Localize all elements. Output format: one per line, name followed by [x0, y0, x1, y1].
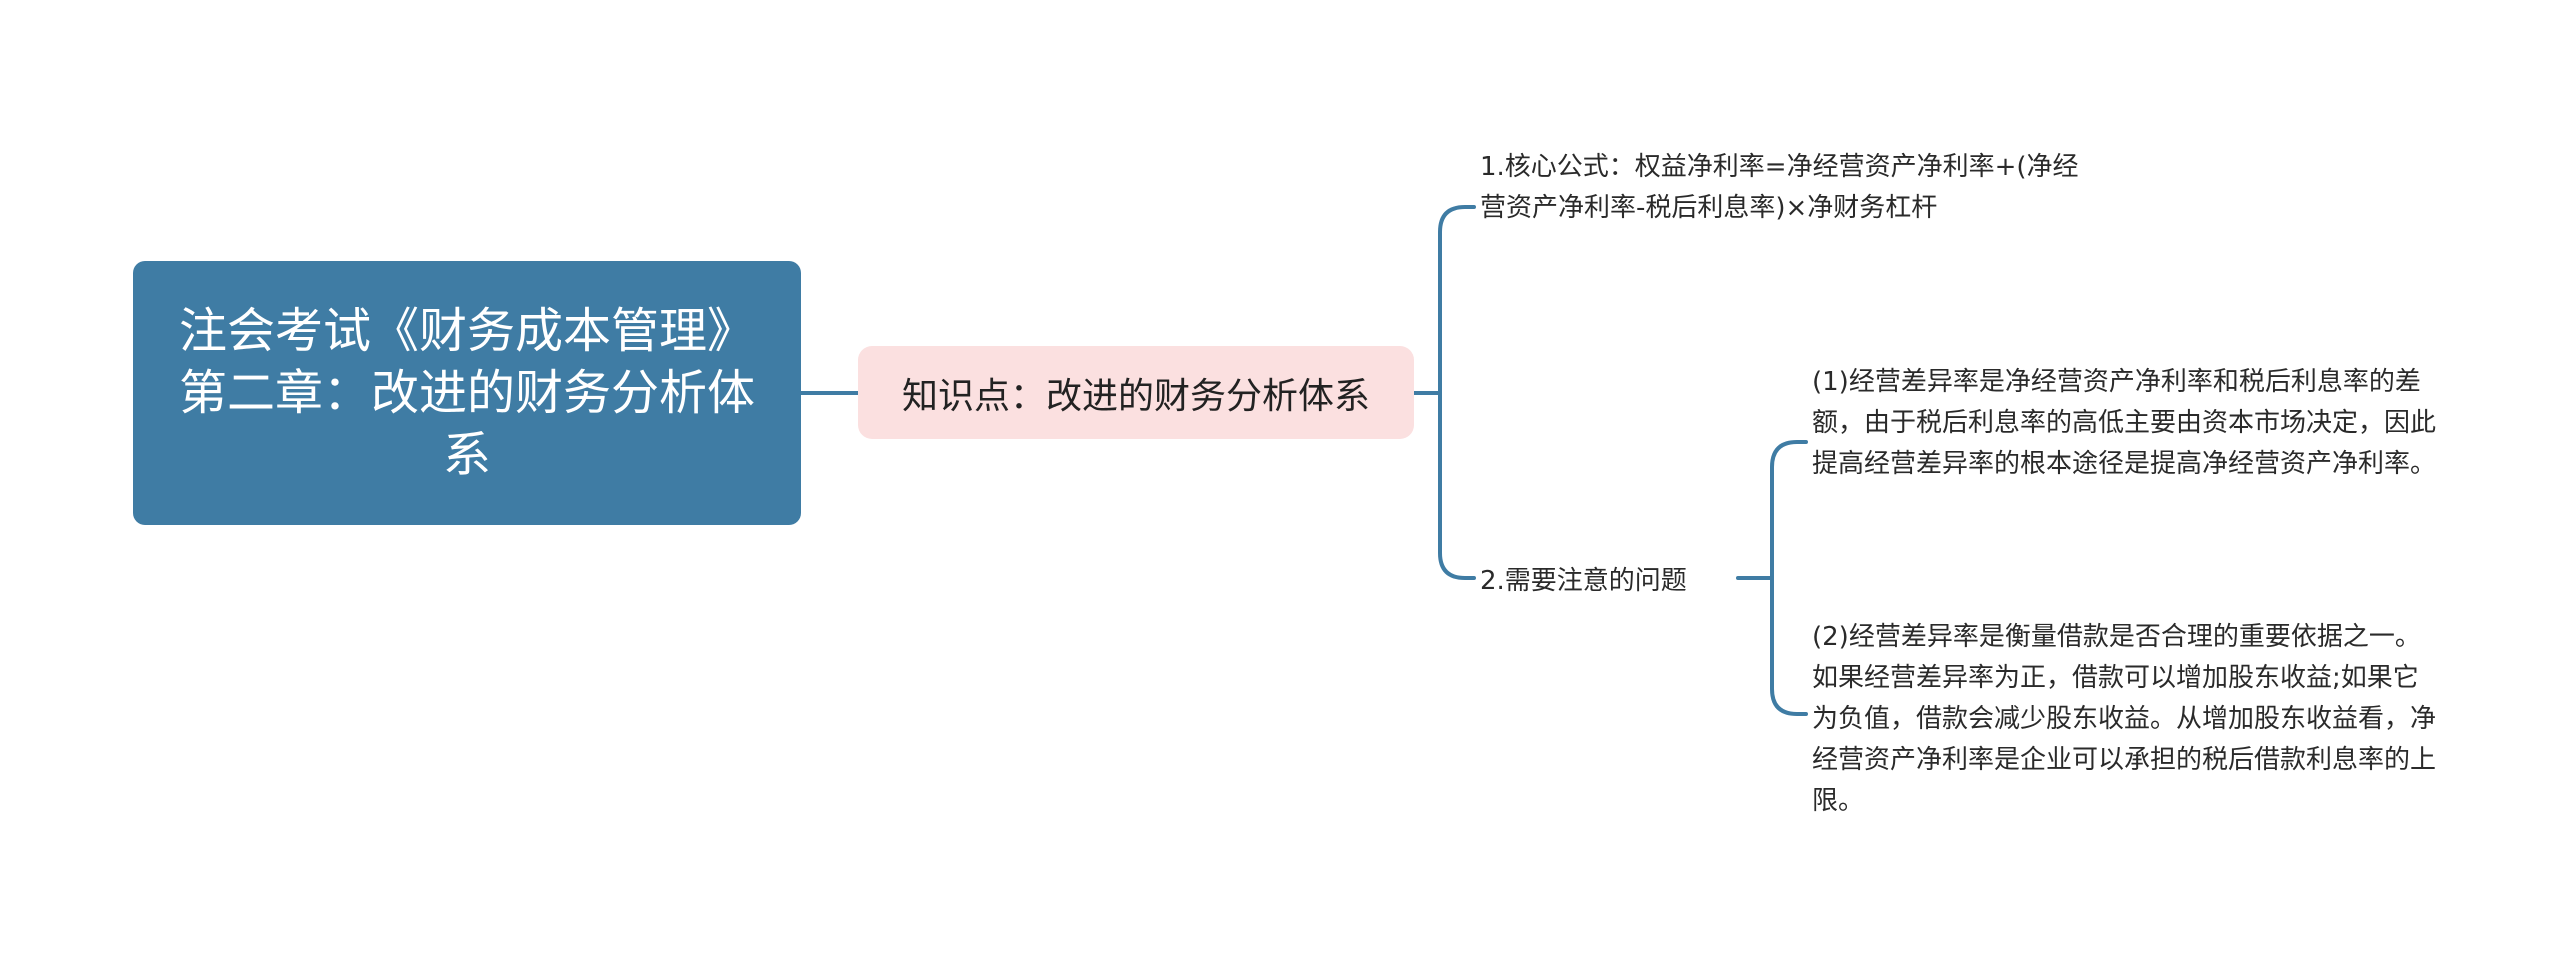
connector-sub-1: [1770, 440, 1808, 580]
connector-branch-2: [1438, 391, 1476, 580]
connector-branch-1: [1438, 205, 1476, 395]
subnode-1[interactable]: (1)经营差异率是净经营资产净利率和税后利息率的差额，由于税后利息率的高低主要由…: [1812, 362, 2437, 485]
topic-node[interactable]: 知识点：改进的财务分析体系: [858, 346, 1414, 439]
root-title: 注会考试《财务成本管理》第二章：改进的财务分析体系: [178, 303, 755, 483]
branch-notes-label: 2.需要注意的问题: [1480, 566, 1687, 596]
connector-sub-2: [1770, 576, 1808, 716]
branch-formula-label: 1.核心公式：权益净利率=净经营资产净利率+(净经营资产净利率-税后利息率)×净…: [1480, 152, 2079, 223]
topic-label: 知识点：改进的财务分析体系: [901, 375, 1370, 417]
subnode-2[interactable]: (2)经营差异率是衡量借款是否合理的重要依据之一。如果经营差异率为正，借款可以增…: [1812, 617, 2437, 822]
branch-node-formula[interactable]: 1.核心公式：权益净利率=净经营资产净利率+(净经营资产净利率-税后利息率)×净…: [1480, 147, 2100, 229]
subnode-2-label: (2)经营差异率是衡量借款是否合理的重要依据之一。如果经营差异率为正，借款可以增…: [1812, 622, 2437, 816]
subnode-1-label: (1)经营差异率是净经营资产净利率和税后利息率的差额，由于税后利息率的高低主要由…: [1812, 367, 2437, 479]
root-node[interactable]: 注会考试《财务成本管理》第二章：改进的财务分析体系: [133, 261, 801, 525]
branch-node-notes[interactable]: 2.需要注意的问题: [1480, 561, 1687, 602]
